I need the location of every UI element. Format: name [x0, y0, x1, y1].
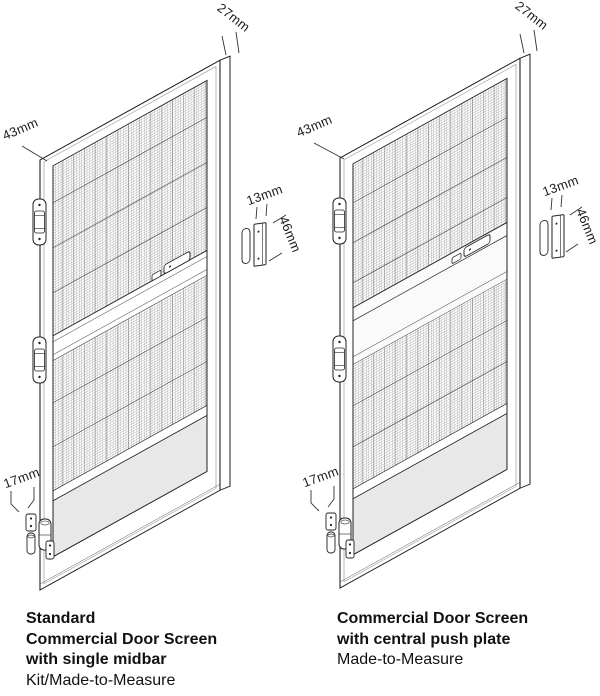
left-caption-line-3: with single midbar	[26, 651, 167, 668]
right-catch-height-label: 46mm	[573, 206, 600, 246]
left-door-caption: Standard Commercial Door Screen with sin…	[26, 609, 217, 691]
right-door-latch-handle	[451, 234, 491, 264]
right-door-top-hinge	[332, 197, 347, 245]
right-caption-line-2: with central push plate	[337, 630, 511, 648]
left-frame-depth-label: 27mm	[214, 0, 253, 35]
left-door-middle-hinge	[32, 336, 47, 384]
left-catch-width-label: 13mm	[244, 181, 284, 208]
right-door-dimension-lines	[310, 29, 583, 512]
left-door-screen-drawing: 27mm 43mm 13mm 46mm 17mm	[0, 0, 304, 591]
right-door-middle-hinge	[332, 335, 347, 383]
left-caption-line-2: Commercial Door Screen	[26, 630, 218, 648]
right-frame-width-label: 43mm	[294, 112, 334, 140]
left-door-upper-mesh	[53, 80, 207, 336]
right-door-caption: Commercial Door Screen with central push…	[337, 609, 528, 671]
left-caption-line-1: Standard	[26, 610, 96, 627]
left-door-latch-handle	[151, 251, 191, 281]
right-door-magnetic-catch-detail	[539, 214, 565, 261]
left-door-dimension-lines	[10, 31, 287, 513]
right-door-lower-mesh	[353, 279, 507, 489]
left-door-magnetic-catch-detail	[241, 222, 267, 269]
left-frame-width-label: 43mm	[0, 115, 40, 143]
left-caption-line-4: Kit/Made-to-Measure	[26, 671, 176, 689]
right-hinge-width-label: 17mm	[300, 463, 340, 490]
right-door-screen-drawing: 27mm 43mm 13mm 46mm 17mm	[294, 0, 600, 589]
right-caption-line-1: Commercial Door Screen	[337, 610, 529, 627]
left-door-top-hinge	[32, 198, 47, 246]
left-catch-height-label: 46mm	[276, 214, 304, 254]
right-frame-depth-label: 27mm	[512, 0, 551, 33]
left-hinge-width-label: 17mm	[1, 464, 41, 491]
door-screen-diagram-canvas: 27mm 43mm 13mm 46mm 17mm	[0, 0, 600, 591]
right-catch-width-label: 13mm	[540, 172, 580, 199]
right-door-upper-mesh	[353, 78, 507, 308]
right-caption-line-3: Made-to-Measure	[337, 651, 464, 668]
left-door-lower-mesh	[53, 275, 207, 491]
